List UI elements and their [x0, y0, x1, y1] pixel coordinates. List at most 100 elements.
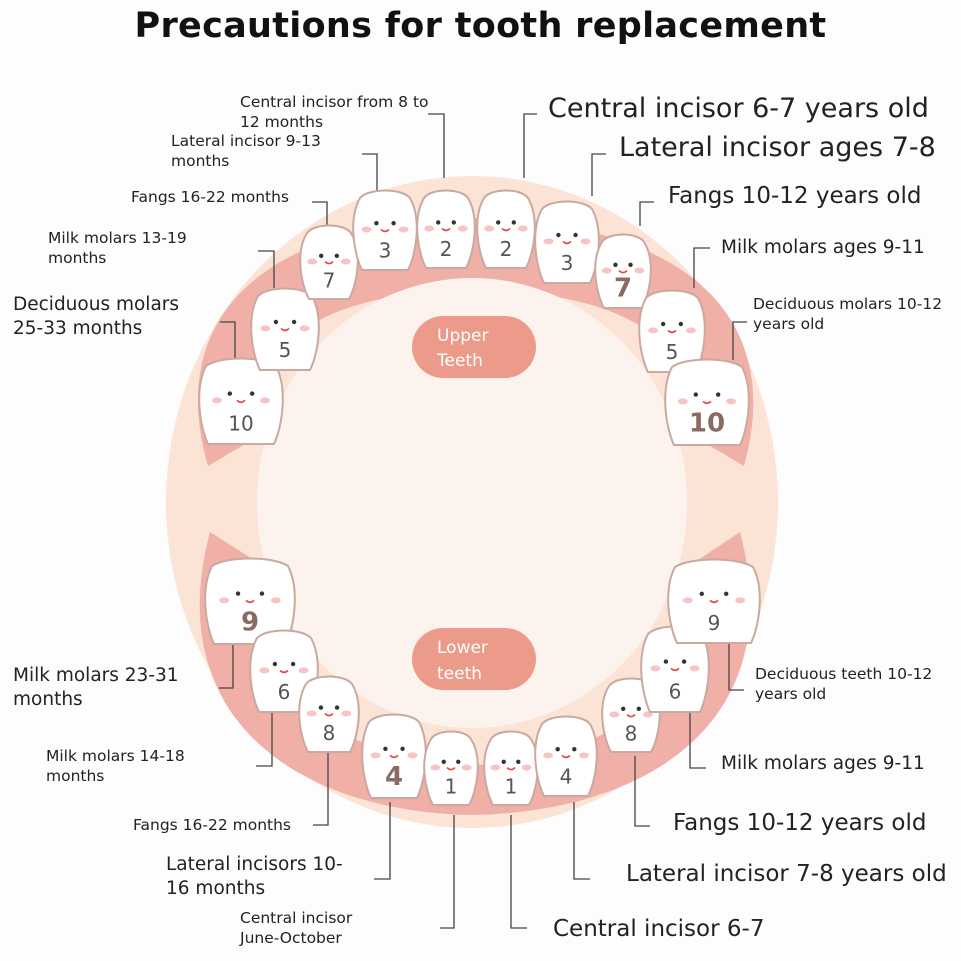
tooth-eye-right	[400, 746, 405, 751]
leader-u-r5	[732, 321, 747, 360]
label-lower-milk-molars-1-eruption: Milk molars 14-18 months	[46, 747, 185, 785]
tooth-eye-left	[436, 220, 441, 225]
leader-u-l2	[362, 153, 378, 196]
tooth-cheek-right	[689, 665, 700, 672]
tooth-cheek-left	[219, 597, 230, 604]
label-lower-lateral-incisors-eruption: Lateral incisors 10-16 months	[166, 854, 343, 899]
label-lower-central-incisor-eruption: Central incisor June-October	[240, 909, 353, 947]
leader-l-r3	[634, 756, 650, 827]
tooth-cheek-left	[259, 667, 270, 674]
tooth-number: 9	[241, 608, 259, 638]
tooth-number: 1	[445, 774, 458, 798]
tooth-crown	[352, 189, 418, 271]
tooth-number: 4	[560, 765, 573, 789]
tooth-mouth	[618, 269, 628, 274]
upper-teeth-badge: Upper Teeth	[412, 316, 536, 378]
tooth-cheek-right	[398, 226, 409, 233]
tooth-number: 7	[614, 273, 632, 303]
tooth-eye-right	[291, 319, 297, 325]
tooth-crown	[298, 675, 360, 753]
tooth-cheek-left	[682, 597, 693, 604]
tooth-cheek-left	[543, 752, 554, 759]
label-lower-milk-molars-2-eruption: Milk molars 23-31 months	[13, 665, 179, 710]
tooth-cheek-left	[609, 711, 620, 718]
tooth-number: 4	[385, 762, 403, 792]
lower-tooth: 1	[423, 730, 479, 806]
tooth-cheek-right	[521, 764, 532, 771]
tooth-eye-right	[456, 759, 461, 764]
tooth-cheek-right	[642, 711, 653, 718]
tooth-mouth	[389, 754, 399, 759]
tooth-eye-left	[272, 661, 278, 667]
upper-badge-line-2: Teeth	[436, 351, 483, 371]
tooth-mouth	[245, 599, 255, 604]
tooth-crown	[423, 730, 479, 806]
tooth-mouth	[324, 712, 334, 717]
tooth-eye-right	[259, 591, 265, 596]
tooth-cheek-left	[361, 226, 372, 233]
tooth-number: 5	[666, 340, 679, 364]
tooth-eye-left	[613, 262, 618, 267]
tooth-eye-left	[693, 392, 699, 397]
lower-badge-line-1: Lower	[437, 638, 488, 658]
tooth-mouth	[280, 327, 290, 332]
tooth-eye-left	[235, 591, 241, 596]
upper-tooth: 7	[594, 233, 652, 309]
label-upper-milk-molars-replacement: Milk molars ages 9-11	[721, 237, 925, 258]
tooth-crown	[638, 289, 706, 373]
tooth-mouth	[562, 240, 572, 245]
tooth-cheek-left	[677, 398, 688, 405]
upper-badge-line-1: Upper	[437, 326, 488, 346]
lower-tooth: 9	[667, 558, 761, 644]
tooth-cheek-left	[260, 325, 271, 332]
tooth-number: 8	[625, 721, 638, 745]
tooth-eye-left	[441, 759, 446, 764]
label-upper-central-incisor-replacement: Central incisor 6-7 years old	[548, 93, 929, 124]
tooth-mouth	[236, 399, 246, 404]
label-lower-fangs-replacement: Fangs 10-12 years old	[673, 810, 927, 836]
label-upper-central-incisor-eruption: Central incisor from 8 to 12 months	[240, 93, 429, 131]
tooth-crown	[534, 715, 598, 797]
upper-tooth: 2	[476, 189, 536, 269]
tooth-cheek-left	[307, 258, 318, 265]
lower-teeth-badge: Lower teeth	[412, 628, 536, 690]
label-upper-deciduous-molars-eruption: Deciduous molars 25-33 months	[13, 294, 180, 339]
lower-badge-line-2: teeth	[437, 664, 482, 684]
tooth-eye-left	[319, 253, 324, 258]
tooth-cheek-right	[270, 597, 281, 604]
lower-tooth: 6	[249, 629, 319, 713]
tooth-crown	[594, 233, 652, 309]
tooth-number: 3	[561, 251, 574, 275]
leader-u-l1	[428, 113, 445, 178]
tooth-eye-right	[681, 659, 687, 664]
tooth-crown	[667, 558, 761, 644]
tooth-number: 10	[228, 412, 253, 436]
tooth-crown	[250, 287, 320, 371]
tooth-cheek-left	[601, 267, 612, 274]
lower-tooth: 8	[298, 675, 360, 753]
tooth-mouth	[506, 766, 516, 771]
leader-l-l1	[219, 636, 234, 689]
tooth-eye-left	[699, 591, 704, 596]
tooth-cheek-left	[430, 764, 441, 771]
tooth-eye-right	[678, 321, 684, 327]
tooth-cheek-left	[424, 225, 435, 232]
lower-tooth: 4	[361, 713, 427, 799]
leader-l-l4	[374, 802, 391, 880]
upper-tooth: 3	[352, 189, 418, 271]
leader-u-l4	[258, 250, 275, 288]
tooth-cheek-right	[578, 752, 589, 759]
tooth-number: 2	[440, 237, 453, 261]
tooth-cheek-right	[634, 267, 645, 274]
label-lower-fangs-eruption: Fangs 16-22 months	[133, 816, 292, 834]
tooth-eye-right	[516, 759, 521, 764]
inner-mouth-area	[257, 278, 687, 728]
leader-u-r3	[639, 201, 654, 226]
tooth-eye-left	[318, 705, 324, 710]
tooth-eye-right	[715, 392, 721, 397]
leader-l-l5	[440, 815, 455, 929]
tooth-eye-right	[334, 705, 340, 710]
upper-tooth: 10	[664, 358, 750, 446]
tooth-number: 9	[708, 611, 721, 635]
tooth-mouth	[279, 669, 289, 674]
